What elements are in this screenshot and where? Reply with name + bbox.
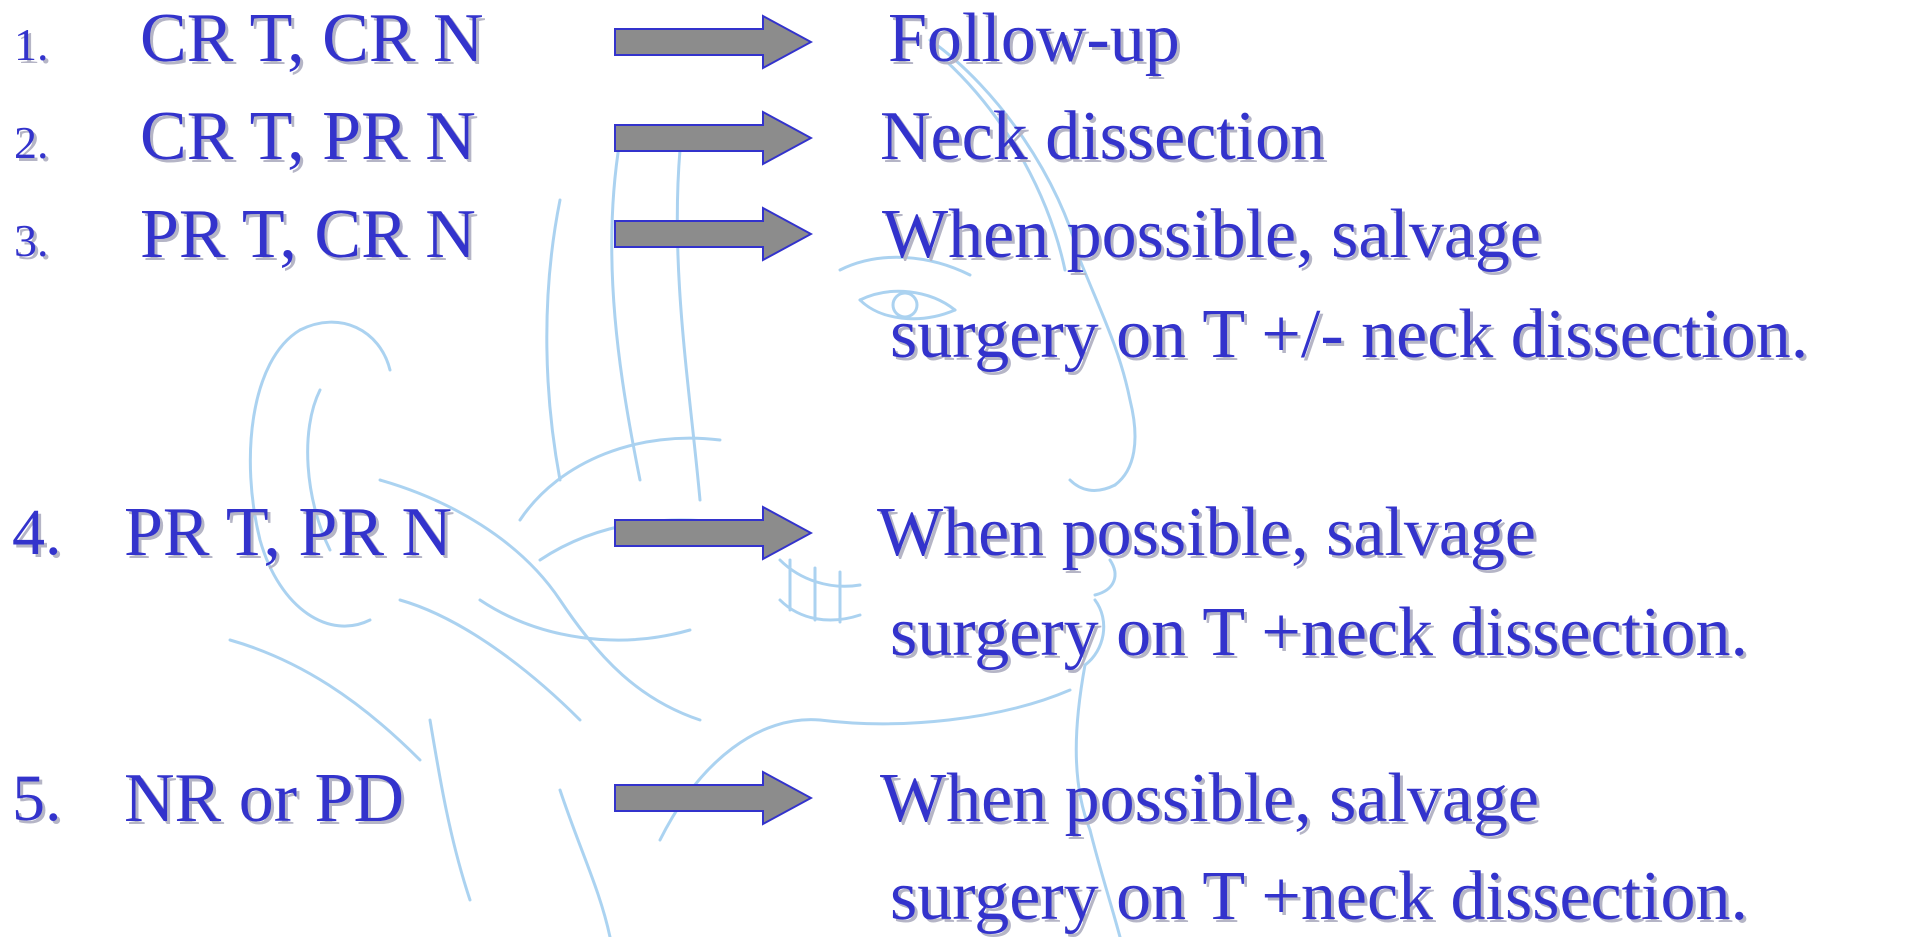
right-arrow-icon — [613, 14, 813, 70]
right-arrow-icon — [613, 110, 813, 166]
outcome-text-continued: surgery on T +neck dissection. — [890, 862, 1748, 932]
condition-label: PR T, PR N — [124, 498, 452, 568]
row-number: 3. — [14, 218, 49, 264]
right-arrow-icon — [613, 505, 813, 561]
right-arrow-icon — [613, 206, 813, 262]
row-number: 1. — [14, 22, 49, 68]
outcome-text: When possible, salvage — [877, 498, 1536, 568]
condition-label: CR T, PR N — [140, 102, 476, 172]
outcome-text: Follow-up — [888, 4, 1180, 74]
outcome-text: When possible, salvage — [880, 764, 1539, 834]
condition-label: NR or PD — [124, 764, 404, 834]
outcome-text-continued: surgery on T +neck dissection. — [890, 598, 1748, 668]
outcome-text-continued: surgery on T +/- neck dissection. — [890, 300, 1808, 370]
row-number: 5. — [12, 766, 62, 832]
outcome-text: When possible, salvage — [882, 200, 1541, 270]
condition-label: PR T, CR N — [140, 200, 476, 270]
row-number: 4. — [12, 500, 62, 566]
condition-label: CR T, CR N — [140, 4, 484, 74]
outcome-text: Neck dissection — [880, 102, 1325, 172]
right-arrow-icon — [613, 770, 813, 826]
row-number: 2. — [14, 120, 49, 166]
